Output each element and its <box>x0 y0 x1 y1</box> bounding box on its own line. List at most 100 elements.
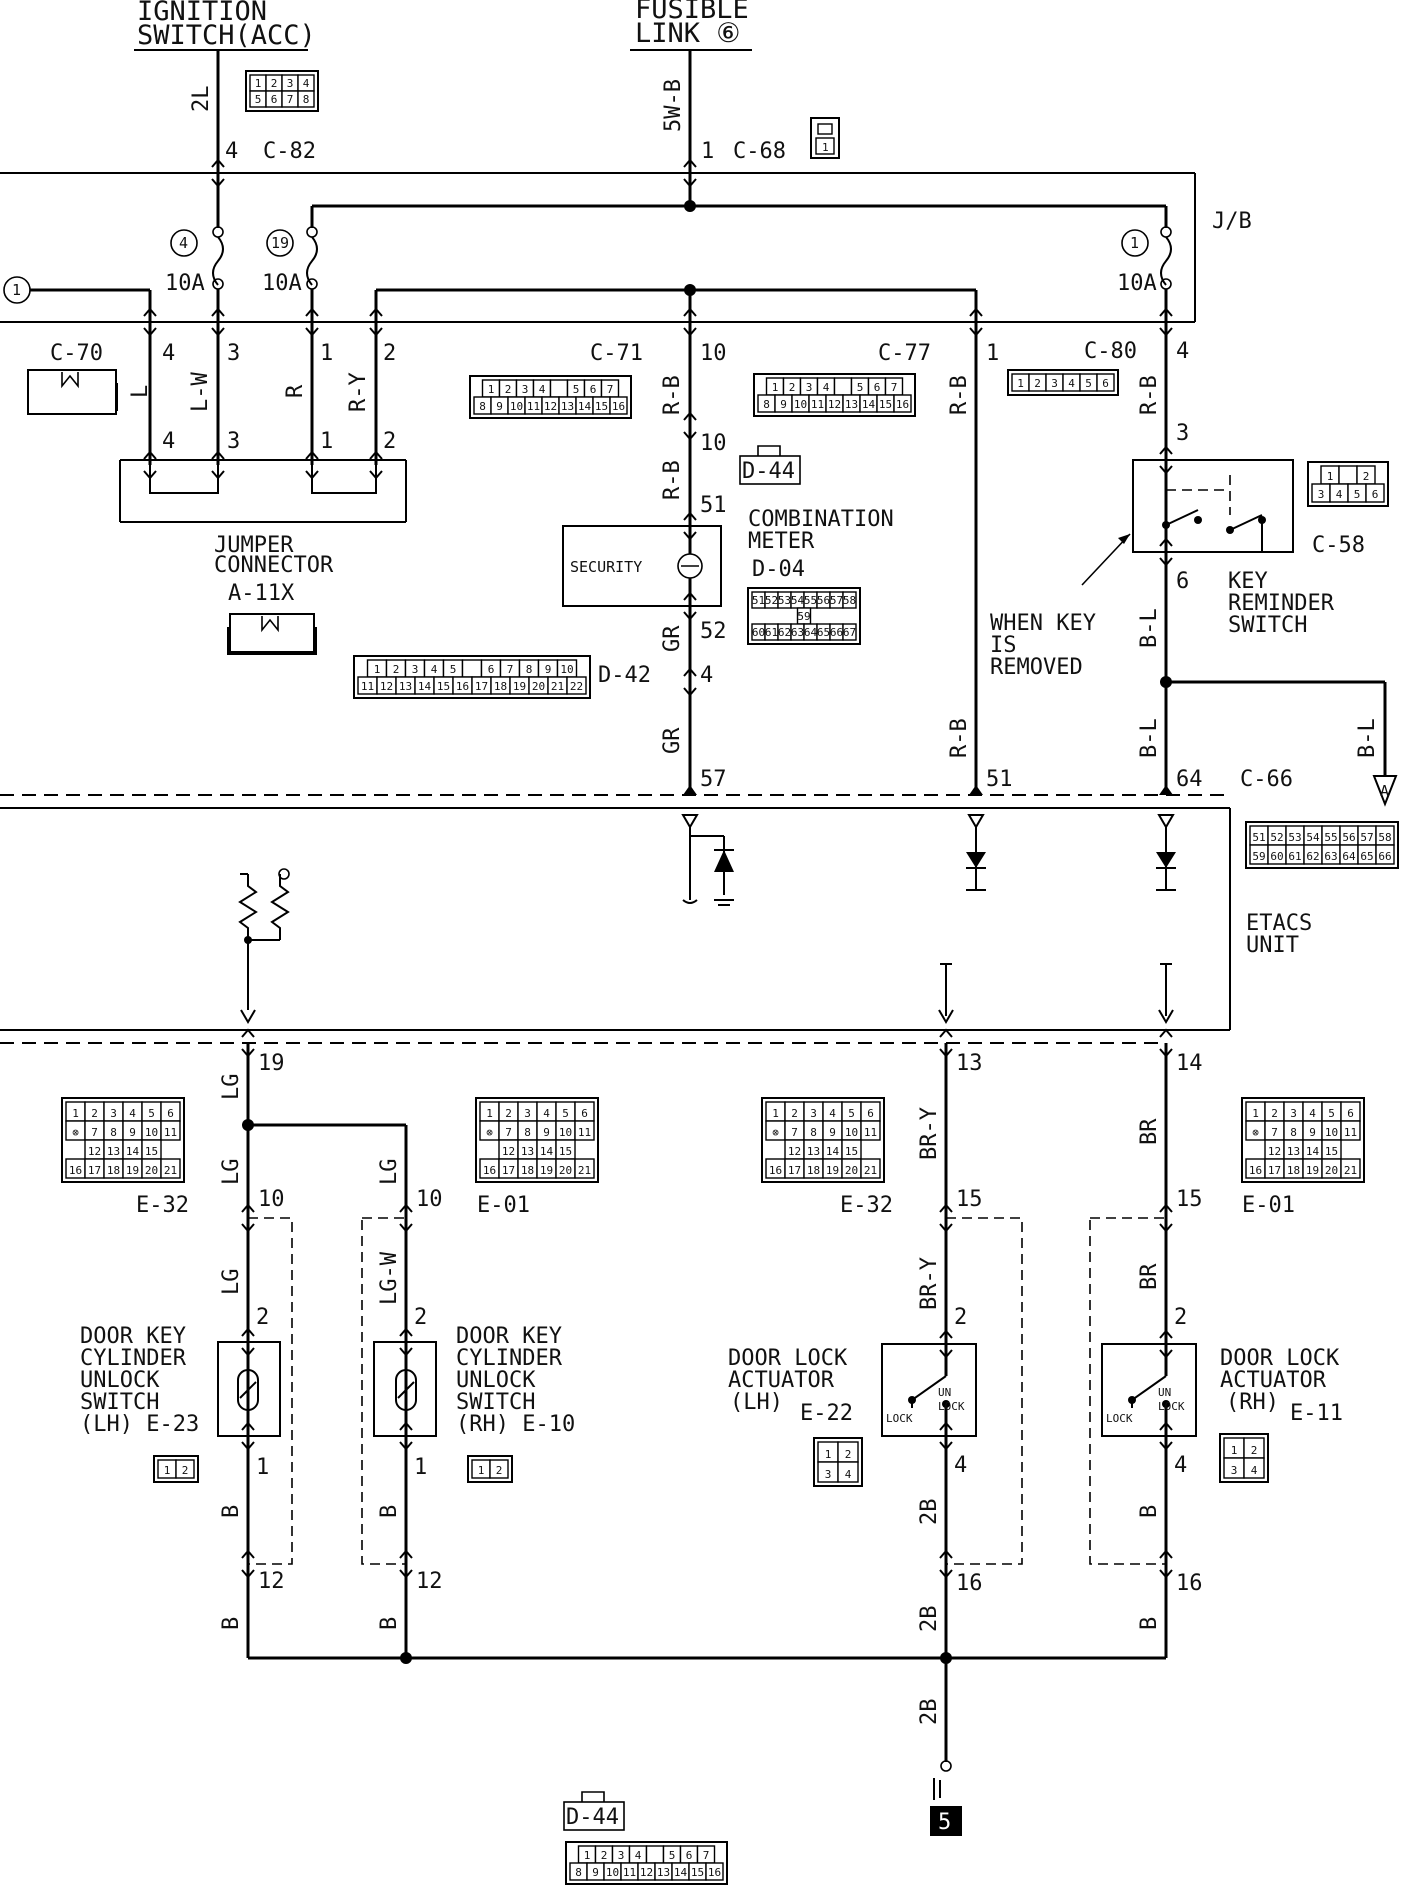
fuse-19: 19 10A <box>262 226 318 296</box>
pin-cell-label: 19 <box>826 1164 839 1177</box>
e01-pin-10: 10 <box>416 1187 443 1212</box>
pin-cell-label: 8 <box>526 663 533 676</box>
junction-block-label: J/B <box>1212 209 1252 234</box>
pin-cell-label: 52 <box>1270 831 1283 844</box>
pin-cell-label: 14 <box>126 1145 140 1158</box>
pin-cell-label: 5 <box>1354 488 1361 501</box>
left-input-number: 1 <box>12 281 21 299</box>
dl-rh-line3: (RH) <box>1226 1390 1279 1415</box>
pin-cell-label: 17 <box>1268 1164 1281 1177</box>
pin-cell-label: 10 <box>1325 1126 1338 1139</box>
a11x-label: A-11X <box>228 581 295 606</box>
pin-cell-label: 15 <box>437 680 450 693</box>
pin-cell-label: 2 <box>1363 470 1370 483</box>
connector-chevron <box>969 307 983 337</box>
pin-cell-label: 56 <box>1342 831 1355 844</box>
dk-rh-line2: CYLINDER <box>456 1346 563 1371</box>
pin-cell-label: 15 <box>691 1866 704 1879</box>
pin-cell-label: 5 <box>573 383 580 396</box>
wire-B-6: B <box>1137 1617 1162 1630</box>
connector-chevron <box>399 1421 413 1451</box>
connector-chevron <box>399 1549 413 1579</box>
pin-cell-label: 11 <box>1344 1126 1357 1139</box>
pin-cell-label: 3 <box>1051 377 1058 390</box>
connector-chevron <box>683 511 697 541</box>
pin-cell-label: 18 <box>107 1164 120 1177</box>
c71-pin: 10 <box>700 341 727 366</box>
pin-cell-label: 1 <box>1231 1444 1238 1457</box>
pin-cell <box>1375 844 1395 865</box>
pin-cell-label: 3 <box>110 1107 117 1120</box>
wire-LG-1: LG <box>219 1074 244 1101</box>
pin-cell-label: 15 <box>145 1145 158 1158</box>
security-text: SECURITY <box>570 558 642 576</box>
pin-cell-label: 6 <box>1102 377 1109 390</box>
pin-cell-label: 17 <box>475 680 488 693</box>
connector-chevron <box>211 450 225 480</box>
pin-cell-label: 8 <box>524 1126 531 1139</box>
pin-cell-label: 16 <box>896 398 909 411</box>
dl-rh-line1: DOOR LOCK <box>1220 1346 1340 1371</box>
etacs-unit: ETACS UNIT <box>0 794 1312 1044</box>
pin-cell-label: 4 <box>431 663 438 676</box>
wire-R-B-2: R-B <box>660 460 685 500</box>
fuse-4: 4 10A <box>165 226 224 296</box>
pin-cell-label: 63 <box>1324 850 1337 863</box>
pin-cell-label: 54 <box>1306 831 1320 844</box>
dk-lh-line5: (LH) E-23 <box>80 1412 199 1437</box>
pin-cell-label: 9 <box>129 1126 136 1139</box>
pin-cell-label: 6 <box>874 381 881 394</box>
pin-cell-label: 1 <box>772 1107 779 1120</box>
etacs-pin-57: 57 <box>700 767 727 792</box>
pin-cell-label: 4 <box>1068 377 1075 390</box>
pin-cell-label: 19 <box>540 1164 553 1177</box>
pin-cell-label: 6 <box>167 1107 174 1120</box>
dk-rh-line5: (RH) E-10 <box>456 1412 575 1437</box>
wire-B-5: B <box>377 1617 402 1630</box>
pin-cell-label: 9 <box>780 398 787 411</box>
pin-cell-label: 17 <box>788 1164 801 1177</box>
pin-cell-label: 12 <box>380 680 393 693</box>
pin-cell-label: 12 <box>88 1145 101 1158</box>
e01-right-label: E-01 <box>1242 1193 1295 1218</box>
pin-cell-label: 1 <box>72 1107 79 1120</box>
pin-cell-label: 1 <box>488 383 495 396</box>
pin-cell-label: 3 <box>287 77 294 90</box>
pin-cell-label: 7 <box>607 383 614 396</box>
e22-pin-2: 2 <box>954 1305 967 1330</box>
connector-chevron <box>939 1329 953 1359</box>
security-indicator: SECURITY <box>562 525 722 607</box>
pin-cell-label: 15 <box>1325 1145 1338 1158</box>
pin-cell-label: 3 <box>522 383 529 396</box>
when-key-line3: REMOVED <box>990 655 1083 680</box>
pin-cell-label: 1 <box>825 1448 832 1461</box>
connector-chevron <box>683 411 697 441</box>
pin-cell <box>1340 1120 1361 1141</box>
dk-lh-line4: SWITCH <box>80 1390 159 1415</box>
pin-cell-label: 3 <box>618 1849 625 1862</box>
pin-cell-label: 59 <box>797 610 810 623</box>
pin-cell-label: 14 <box>578 400 592 413</box>
connector-chevron <box>241 1028 255 1058</box>
pin-cell-label: 1 <box>486 1107 493 1120</box>
pin-cell-label: 18 <box>521 1164 534 1177</box>
pin-cell-label: 2 <box>791 1107 798 1120</box>
connector-chevron <box>241 1549 255 1579</box>
pin-cell-label: 5 <box>562 1107 569 1120</box>
pin-cell <box>574 1120 595 1141</box>
pin-cell-label: 15 <box>845 1145 858 1158</box>
pin-cell-label: 19 <box>513 680 526 693</box>
wire-B-L-3: B-L <box>1137 718 1162 758</box>
pin-cell-label: 3 <box>810 1107 817 1120</box>
pin-cell-label: 20 <box>559 1164 572 1177</box>
pin-cell-label: 3 <box>524 1107 531 1120</box>
pin-cell-label: 22 <box>570 680 583 693</box>
connector-chevron <box>211 158 225 188</box>
connector-chevron <box>143 450 157 480</box>
